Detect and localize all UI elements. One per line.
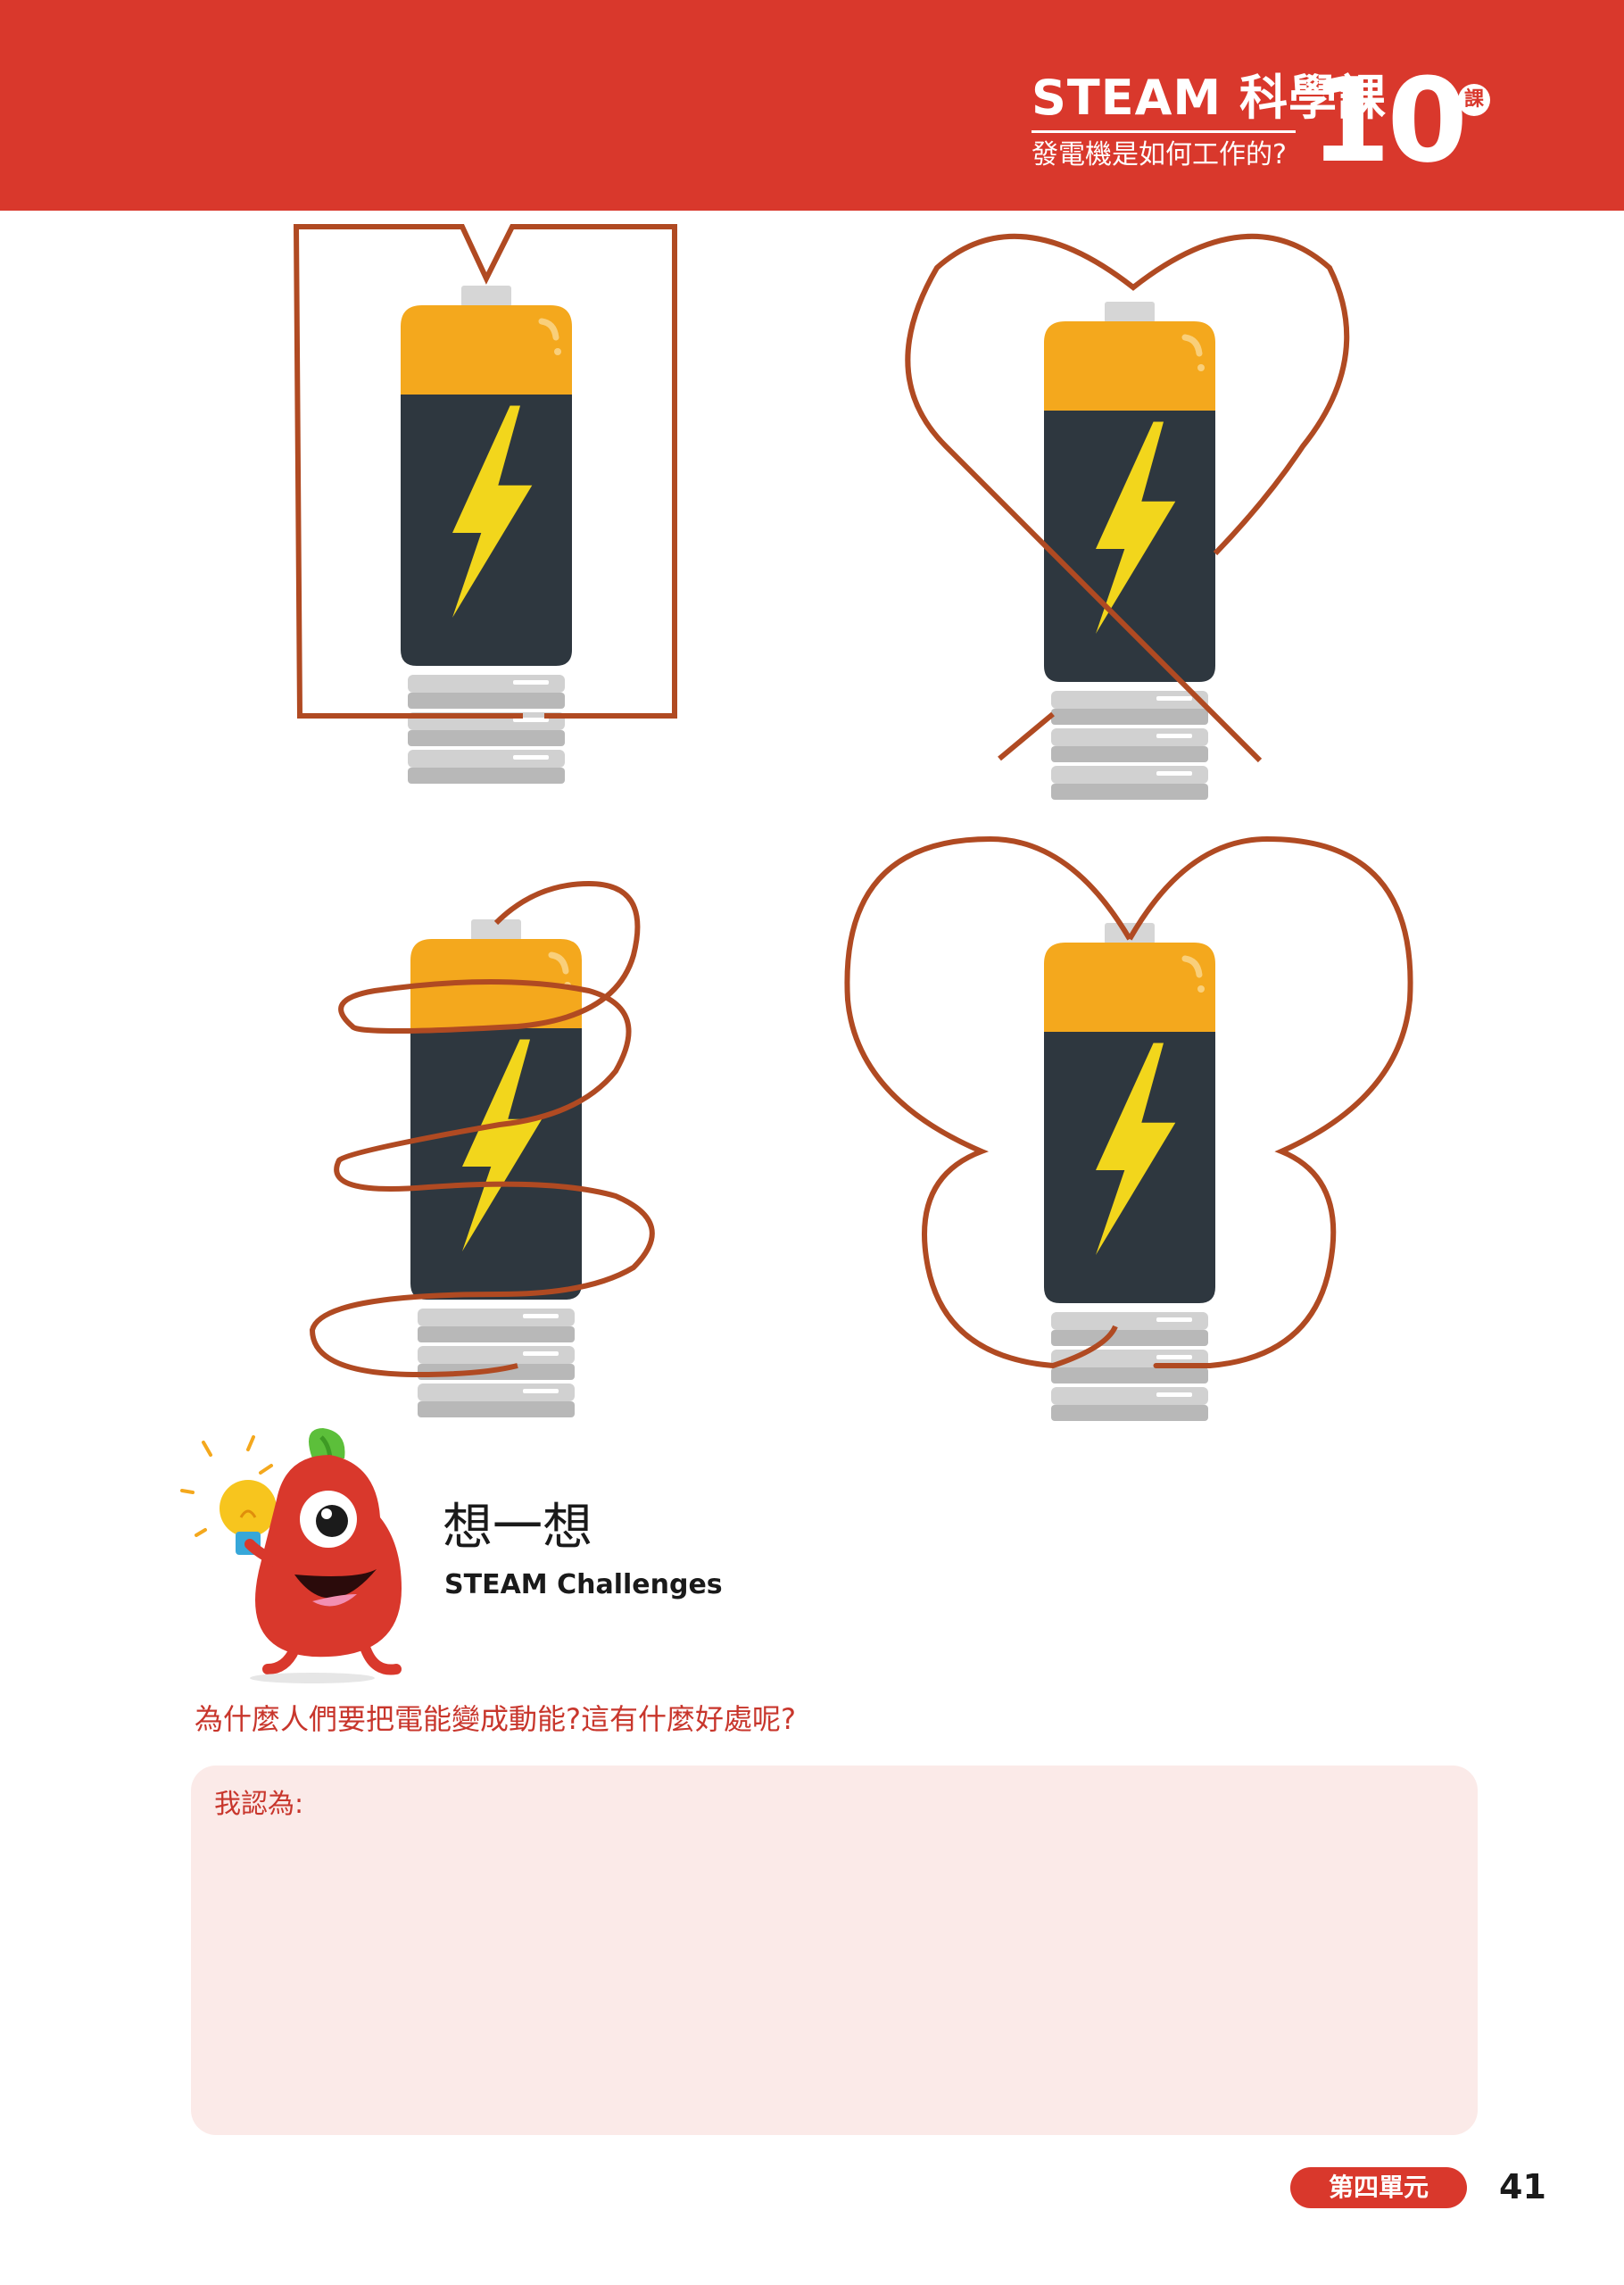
section-subtitle: STEAM Challenges [444, 1569, 723, 1600]
header-divider [1032, 130, 1296, 133]
answer-label: 我認為: [214, 1789, 304, 1820]
battery-heart-loop [905, 233, 1350, 800]
question-text: 為什麼人們要把電能變成動能?這有什麼好處呢? [195, 1702, 796, 1736]
section-title: 想一想 [443, 1499, 592, 1557]
battery-spiral-coil [309, 880, 655, 1417]
battery-butterfly-loop [844, 835, 1413, 1421]
mascot-character [180, 1428, 402, 1683]
battery-icon-2 [1044, 302, 1215, 800]
page-number: 41 [1499, 2167, 1546, 2206]
battery-icon-3 [410, 919, 582, 1417]
battery-wire-illustrations [293, 224, 1413, 1442]
header-bar: STEAM 科學課 發電機是如何工作的? 10 課 [0, 0, 1624, 211]
header-subtitle: 發電機是如何工作的? [1032, 139, 1287, 170]
battery-icon-1 [401, 286, 572, 784]
answer-area[interactable]: 我認為: [191, 1766, 1478, 2135]
lesson-number: 10 [1310, 53, 1468, 188]
unit-badge: 第四單元 [1290, 2167, 1467, 2208]
battery-square-loop [293, 224, 677, 784]
header-title: STEAM 科學課 [1032, 70, 1387, 126]
lesson-badge: 課 [1458, 84, 1490, 116]
battery-icon-4 [1044, 923, 1215, 1421]
